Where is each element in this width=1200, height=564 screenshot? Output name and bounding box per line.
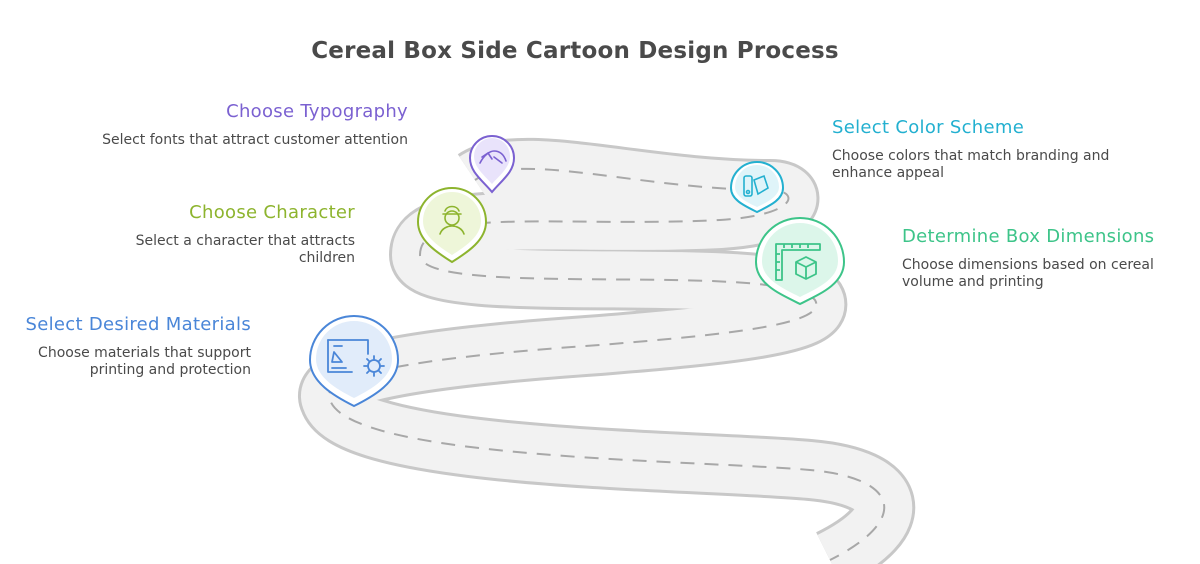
step-determine-box-dimensions: Determine Box Dimensions Choose dimensio… xyxy=(902,226,1172,291)
step-title: Select Desired Materials xyxy=(25,314,251,335)
step-title: Determine Box Dimensions xyxy=(902,226,1155,247)
marker-materials xyxy=(308,315,400,408)
step-choose-character: Choose Character Select a character that… xyxy=(80,202,355,267)
materials-icon xyxy=(327,339,385,377)
step-choose-typography: Choose Typography Select fonts that attr… xyxy=(100,101,408,149)
marker-character xyxy=(416,187,488,264)
typography-icon xyxy=(479,150,507,164)
step-select-materials: Select Desired Materials Choose material… xyxy=(20,314,252,379)
box-dimensions-icon xyxy=(775,243,821,281)
step-title: Select Color Scheme xyxy=(832,117,1025,138)
step-select-color-scheme: Select Color Scheme Choose colors that m… xyxy=(832,117,1132,182)
road-lane-dashes xyxy=(328,167,886,561)
step-description: Choose colors that match branding and en… xyxy=(832,148,1110,181)
step-description: Select fonts that attract customer atten… xyxy=(102,132,408,148)
step-description: Choose materials that support printing a… xyxy=(38,345,251,378)
diagram-title: Cereal Box Side Cartoon Design Process xyxy=(311,38,839,64)
step-description: Select a character that attracts childre… xyxy=(135,233,355,266)
character-icon xyxy=(439,205,465,235)
step-title: Choose Typography xyxy=(226,101,408,122)
color-swatch-icon xyxy=(743,174,769,197)
step-description: Choose dimensions based on cereal volume… xyxy=(902,257,1154,290)
marker-dimensions xyxy=(754,217,846,306)
marker-typography xyxy=(468,135,516,194)
marker-color xyxy=(729,161,785,214)
step-title: Choose Character xyxy=(189,202,355,223)
